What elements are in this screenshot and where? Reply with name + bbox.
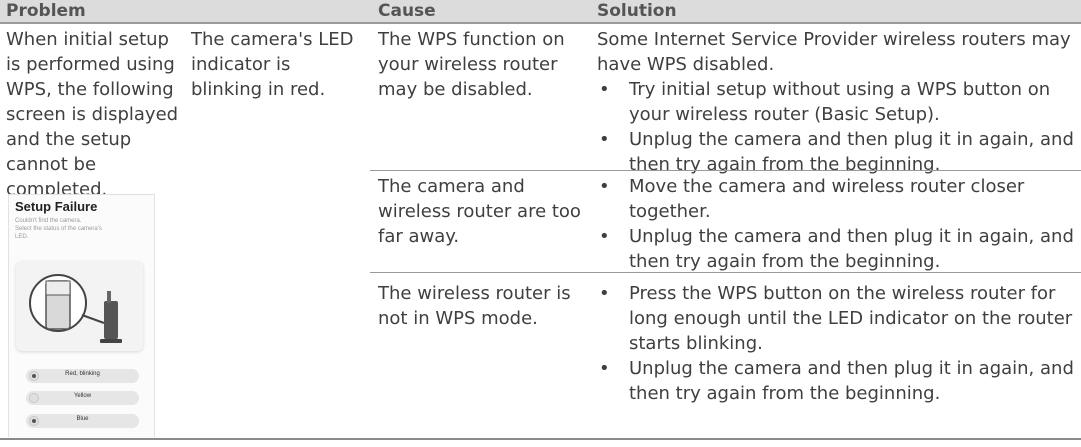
row-divider [370,170,1081,171]
option-label: Yellow [73,393,92,399]
row3-cause: The wireless router is not in WPS mode. [378,283,571,329]
table-header: Problem Cause Solution [0,0,1081,24]
problem-text: When initial setup is performed using WP… [6,29,179,200]
row2-bullets: Move the camera and wireless router clos… [597,174,1077,274]
list-item: Unplug the camera and then plug it in ag… [597,356,1077,406]
problem-detail: The camera's LED indicator is blinking i… [191,29,354,100]
row1-solution: Some Internet Service Provider wireless … [597,27,1077,177]
row-divider [370,272,1081,273]
screen-subtitle-line3: LED. [15,234,29,240]
radio-icon [29,371,39,381]
row1-intro: Some Internet Service Provider wireless … [597,29,1071,75]
row3-solution: Press the WPS button on the wireless rou… [597,281,1077,406]
row1-bullets: Try initial setup without using a WPS bu… [597,77,1077,177]
camera-router-icon [29,274,122,343]
row1-cause: The WPS function on your wireless router… [378,29,565,100]
setup-failure-screenshot: Setup Failure Couldn't find the camera. … [8,194,155,437]
table-bottom-rule [0,438,1081,440]
list-item: Move the camera and wireless router clos… [597,174,1077,224]
option-label: Red, blinking [65,371,100,377]
option-label: Blue [76,416,89,422]
header-problem: Problem [6,1,86,21]
option-blue[interactable]: Blue [26,414,139,428]
row3-bullets: Press the WPS button on the wireless rou… [597,281,1077,406]
row2-solution: Move the camera and wireless router clos… [597,174,1077,274]
list-item: Unplug the camera and then plug it in ag… [597,224,1077,274]
option-red-blinking[interactable]: Red, blinking [26,369,139,383]
screen-title: Setup Failure [15,199,98,214]
radio-icon [29,393,39,403]
list-item: Unplug the camera and then plug it in ag… [597,127,1077,177]
camera-illustration [16,261,143,351]
row2-cause: The camera and wireless router are too f… [378,176,581,247]
list-item: Try initial setup without using a WPS bu… [597,77,1077,127]
header-solution: Solution [597,1,677,21]
screen-subtitle-line2: Select the status of the camera's [15,226,102,232]
option-yellow[interactable]: Yellow [26,391,139,405]
header-cause: Cause [378,1,436,21]
list-item: Press the WPS button on the wireless rou… [597,281,1077,356]
radio-icon [29,416,39,426]
screen-subtitle-line1: Couldn't find the camera. [15,218,82,224]
screen-subtitle: Couldn't find the camera. Select the sta… [15,217,145,241]
